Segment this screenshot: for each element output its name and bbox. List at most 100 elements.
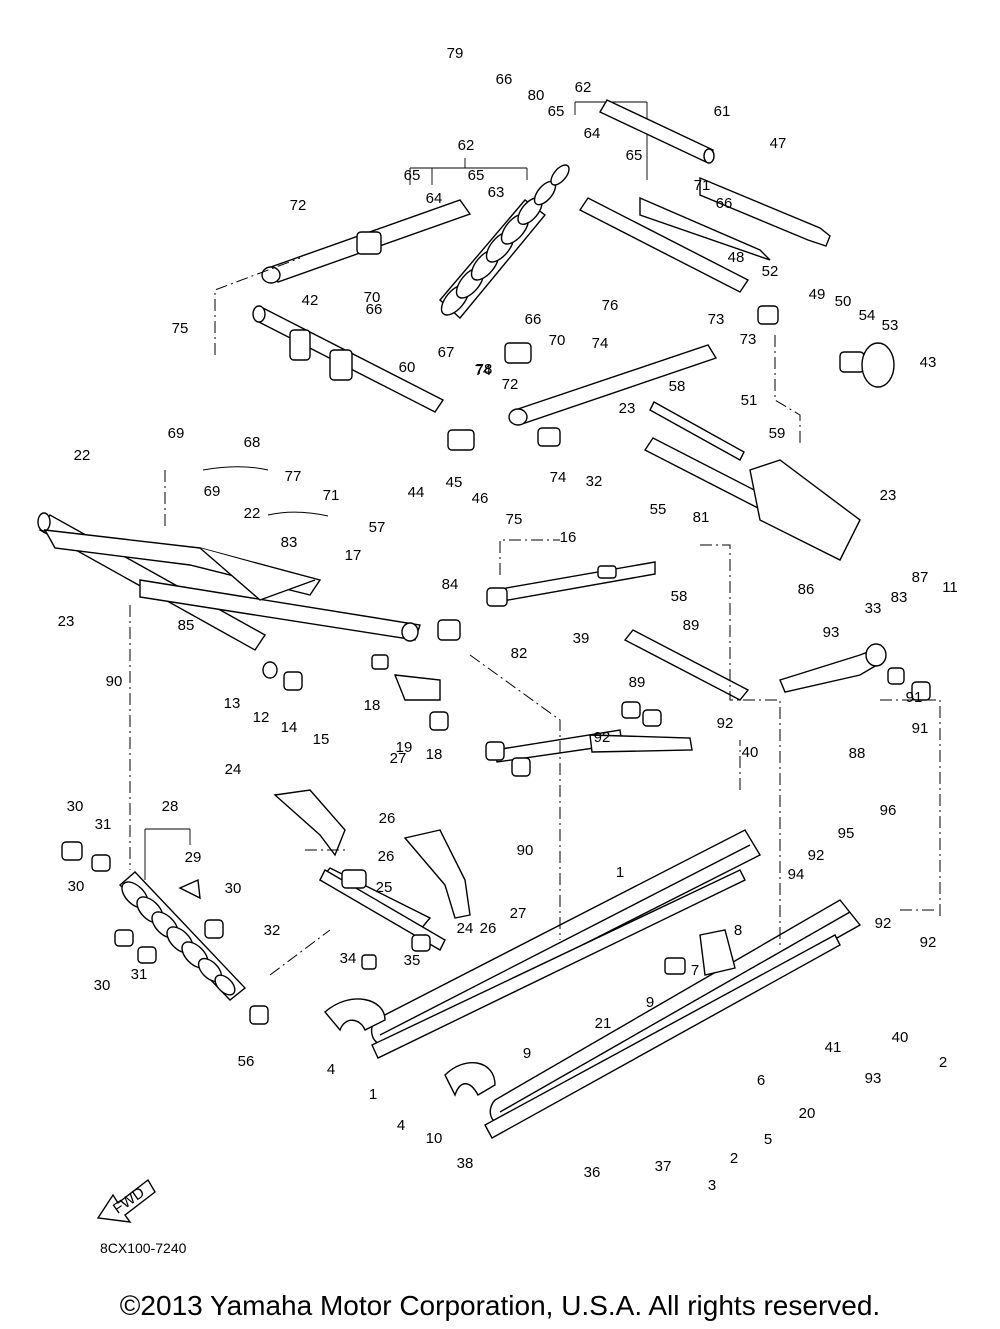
- callout-79: 79: [447, 45, 464, 62]
- callout-51: 51: [741, 392, 758, 409]
- callout-25: 25: [376, 879, 393, 896]
- callout-31: 31: [95, 816, 112, 833]
- callout-23: 23: [880, 487, 897, 504]
- diagram-code: 8CX100-7240: [100, 1240, 187, 1256]
- callout-67: 67: [438, 344, 455, 361]
- brackets: [273, 789, 471, 970]
- callout-66: 66: [525, 311, 542, 328]
- callout-34: 34: [340, 950, 357, 967]
- callout-56: 56: [238, 1053, 255, 1070]
- callout-73: 73: [740, 331, 757, 348]
- lower-spring-coils: [121, 881, 236, 996]
- rear-arm-assembly: [485, 561, 931, 777]
- callout-57: 57: [369, 519, 386, 536]
- callout-90: 90: [517, 842, 534, 859]
- callout-4: 4: [397, 1117, 405, 1134]
- callout-92: 92: [920, 934, 937, 951]
- callout-77: 77: [285, 468, 302, 485]
- callout-54: 54: [859, 307, 876, 324]
- callout-49: 49: [809, 286, 826, 303]
- callout-94: 94: [788, 866, 805, 883]
- callout-62: 62: [458, 137, 475, 154]
- callout-75: 75: [506, 511, 523, 528]
- callout-55: 55: [650, 501, 667, 518]
- callout-9: 9: [646, 994, 654, 1011]
- callout-84: 84: [442, 576, 459, 593]
- callout-41: 41: [825, 1039, 842, 1056]
- callout-35: 35: [404, 952, 421, 969]
- callout-21: 21: [595, 1015, 612, 1032]
- callout-52: 52: [762, 263, 779, 280]
- callout-3: 3: [708, 1177, 716, 1194]
- callout-23: 23: [619, 400, 636, 417]
- upper-assembly: [252, 99, 895, 561]
- callout-30: 30: [68, 878, 85, 895]
- copyright-notice: ©2013 Yamaha Motor Corporation, U.S.A. A…: [119, 1290, 881, 1321]
- callout-65: 65: [548, 103, 565, 120]
- callout-85: 85: [178, 617, 195, 634]
- callout-39: 39: [573, 630, 590, 647]
- callout-89: 89: [683, 617, 700, 634]
- callout-30: 30: [225, 880, 242, 897]
- callout-18: 18: [364, 697, 381, 714]
- callout-18: 18: [426, 746, 443, 763]
- callout-93: 93: [865, 1070, 882, 1087]
- callout-24: 24: [225, 761, 242, 778]
- callout-29: 29: [185, 849, 202, 866]
- callout-65: 65: [404, 167, 421, 184]
- callout-28: 28: [162, 798, 179, 815]
- callout-1: 1: [616, 864, 624, 881]
- callout-2: 2: [939, 1054, 947, 1071]
- callout-87: 87: [912, 569, 929, 586]
- callout-22: 22: [244, 505, 261, 522]
- callout-7: 7: [691, 962, 699, 979]
- callout-5: 5: [764, 1131, 772, 1148]
- callout-63: 63: [488, 184, 505, 201]
- fwd-arrow-icon: FWD: [96, 1178, 156, 1223]
- front-arm-assembly: [37, 466, 461, 731]
- callout-32: 32: [586, 473, 603, 490]
- callout-75: 75: [172, 320, 189, 337]
- callout-44: 44: [408, 484, 425, 501]
- callout-82: 82: [511, 645, 528, 662]
- callout-92: 92: [875, 915, 892, 932]
- callout-36: 36: [584, 1164, 601, 1181]
- callout-95: 95: [838, 825, 855, 842]
- callout-9: 9: [523, 1045, 531, 1062]
- callout-91: 91: [906, 689, 923, 706]
- callout-27: 27: [390, 750, 407, 767]
- callout-66: 66: [366, 301, 383, 318]
- callout-74: 74: [475, 362, 492, 379]
- callout-89: 89: [629, 674, 646, 691]
- callout-1: 1: [369, 1086, 377, 1103]
- callout-70: 70: [364, 289, 381, 306]
- callout-10: 10: [426, 1130, 443, 1147]
- callout-58: 58: [671, 588, 688, 605]
- callout-4: 4: [327, 1061, 335, 1078]
- callout-74: 74: [592, 335, 609, 352]
- callout-20: 20: [799, 1105, 816, 1122]
- callout-80: 80: [528, 87, 545, 104]
- callout-47: 47: [770, 135, 787, 152]
- callout-26: 26: [378, 848, 395, 865]
- callout-70: 70: [549, 332, 566, 349]
- callout-6: 6: [757, 1072, 765, 1089]
- callout-17: 17: [345, 547, 362, 564]
- callout-12: 12: [253, 709, 270, 726]
- callout-61: 61: [714, 103, 731, 120]
- callout-48: 48: [728, 249, 745, 266]
- callout-93: 93: [823, 624, 840, 641]
- callout-66: 66: [716, 195, 733, 212]
- callout-69: 69: [204, 483, 221, 500]
- callout-66: 66: [496, 71, 513, 88]
- parts-diagram: FWD 796680626564614765716265646563667270…: [37, 45, 958, 1223]
- callout-91: 91: [912, 720, 929, 737]
- callout-81: 81: [693, 509, 710, 526]
- callout-27: 27: [510, 905, 527, 922]
- callout-40: 40: [742, 744, 759, 761]
- callout-30: 30: [67, 798, 84, 815]
- callout-23: 23: [58, 613, 75, 630]
- callout-26: 26: [480, 920, 497, 937]
- callout-32: 32: [264, 922, 281, 939]
- callout-8: 8: [734, 922, 742, 939]
